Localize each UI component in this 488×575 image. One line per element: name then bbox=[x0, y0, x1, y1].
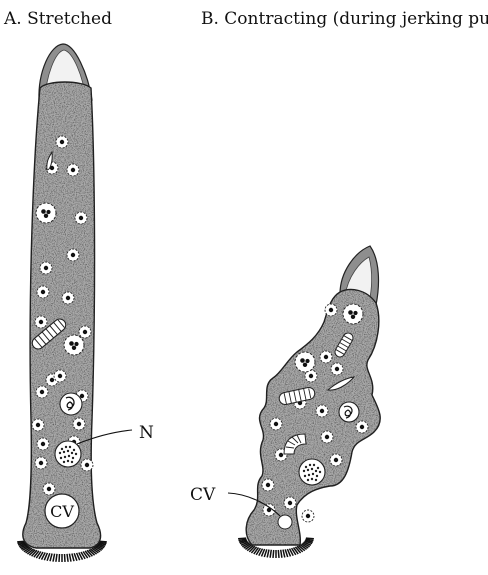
contractile-vacuole-a: CV bbox=[45, 494, 79, 528]
nucleus-b bbox=[299, 459, 325, 485]
ingested-particle-vacuole-b bbox=[339, 402, 359, 422]
panel-b-title: B. Contracting (during jerking pulse) bbox=[201, 9, 488, 29]
contracting-cell: CV bbox=[190, 246, 380, 558]
cilium bbox=[283, 550, 285, 558]
stretched-cell: CV N bbox=[0, 0, 154, 562]
cilium bbox=[69, 554, 71, 562]
nucleus bbox=[55, 441, 81, 467]
cv-pointer-label: CV bbox=[190, 485, 216, 505]
cilium bbox=[67, 554, 68, 562]
cilium bbox=[59, 554, 60, 562]
cilium bbox=[278, 550, 279, 558]
ingested-particle-vacuole bbox=[60, 393, 82, 415]
cilium bbox=[238, 538, 246, 539]
cv-inside-label: CV bbox=[50, 502, 74, 521]
cilium bbox=[72, 554, 74, 562]
cilium bbox=[281, 550, 282, 558]
cilium bbox=[65, 554, 66, 562]
cilium bbox=[270, 550, 271, 558]
cilium bbox=[267, 550, 269, 558]
panel-a-title: A. Stretched bbox=[3, 9, 112, 29]
contractile-vacuole-b bbox=[278, 515, 292, 529]
cilium bbox=[53, 554, 55, 562]
cilium bbox=[273, 550, 274, 558]
cilium bbox=[50, 554, 52, 562]
nucleus-label: N bbox=[139, 423, 154, 443]
cilium bbox=[56, 554, 57, 562]
